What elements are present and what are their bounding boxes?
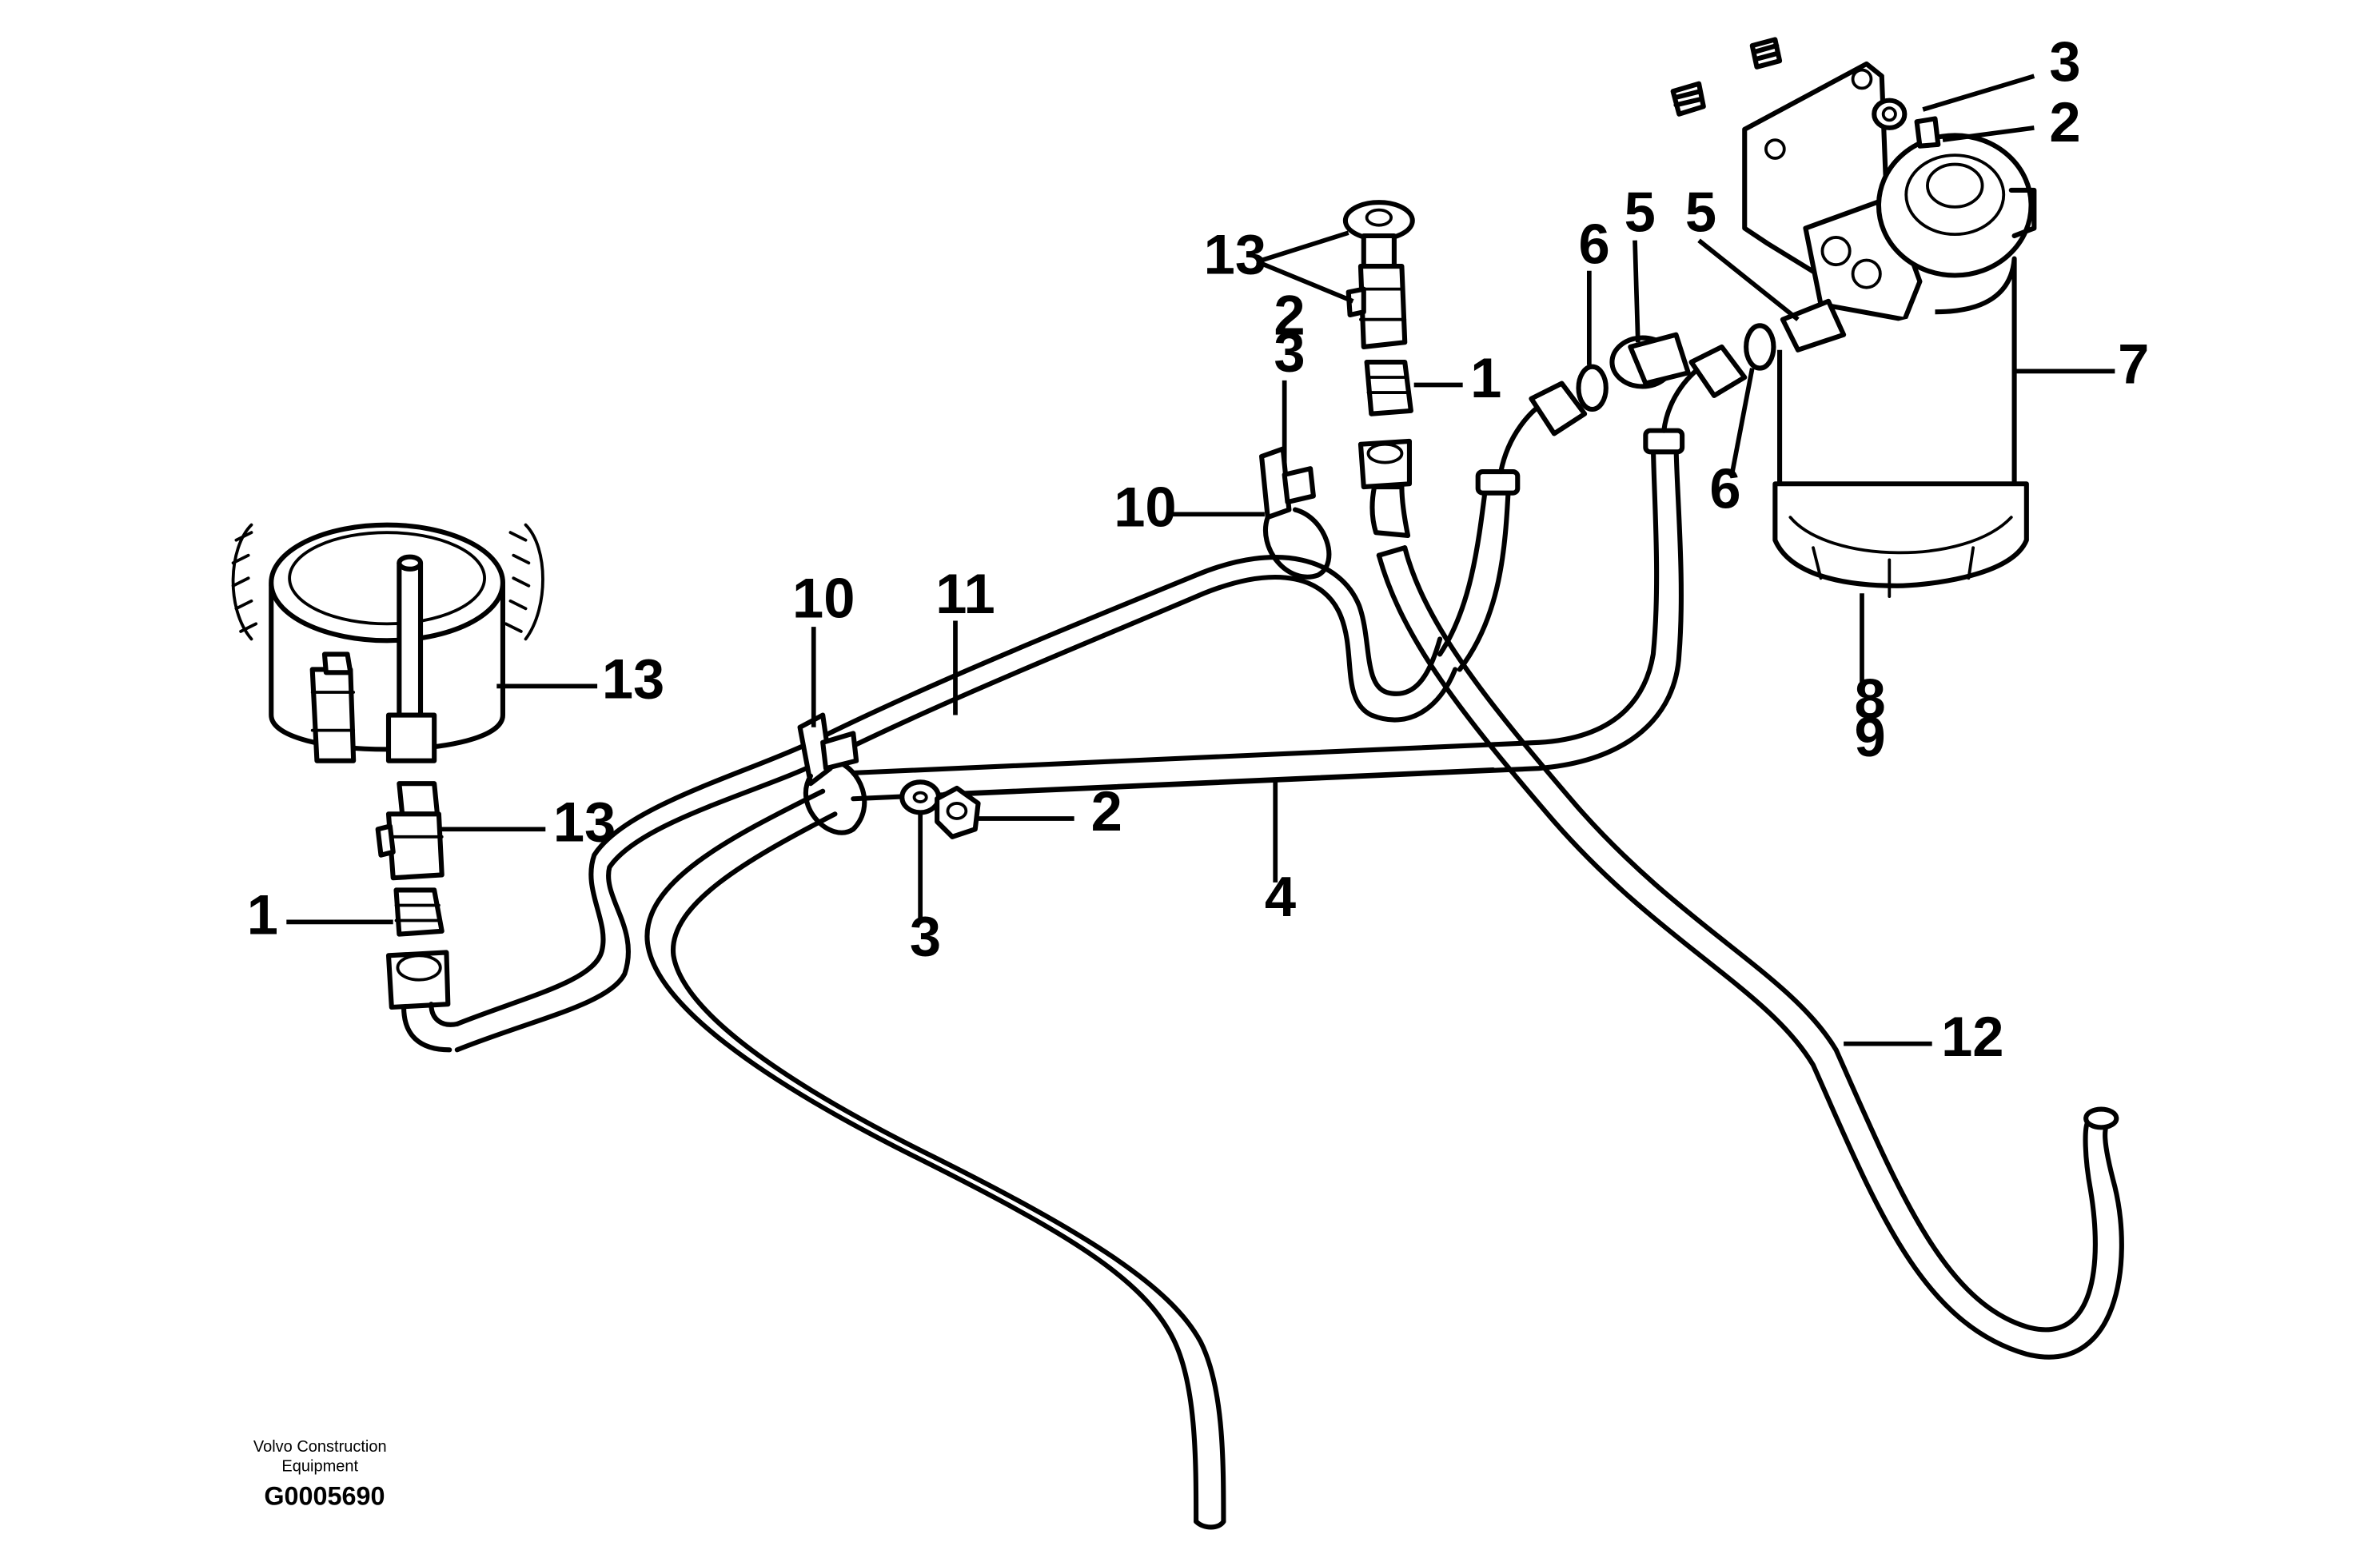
top-adapter-1: [1357, 359, 1413, 490]
hose-12: [1369, 484, 2124, 1360]
callout-8: 8: [1854, 667, 1885, 730]
drawing-id: G0005690: [264, 1481, 385, 1510]
company-name-line2: Equipment: [281, 1458, 358, 1476]
fuel-filter-assembly: [1670, 37, 2037, 599]
filter-fittings: [1529, 298, 1847, 436]
leader-lines: [286, 74, 2115, 1046]
callout-1-top: 1: [1470, 346, 1501, 409]
footer: Volvo Construction Equipment G0005690: [253, 1438, 387, 1511]
callout-5-a: 5: [1625, 180, 1656, 243]
callout-3-top: 3: [2049, 30, 2080, 93]
tank-13: [231, 522, 544, 763]
callout-7: 7: [2118, 333, 2149, 396]
callout-10-top: 10: [1114, 476, 1176, 539]
callout-13-tank: 13: [602, 648, 664, 711]
callout-2-nut: 2: [1091, 779, 1122, 843]
callout-9: 9: [1854, 705, 1885, 768]
hose-4: [851, 362, 1706, 802]
clamp-10-mid: [797, 712, 867, 835]
callout-10-mid: 10: [792, 567, 855, 630]
callout-6-a: 6: [1579, 212, 1610, 275]
callout-11: 11: [935, 562, 995, 625]
callouts: 3 2 5 5 6 6 7 8 9 13 2 3 1 10 10 11 13 1…: [247, 30, 2150, 1068]
callout-2-mid: 2: [1274, 284, 1305, 347]
callout-4: 4: [1265, 865, 1296, 928]
left-adapter-1: [385, 887, 460, 1053]
washer-3-mid: [899, 779, 942, 815]
callout-13-top: 13: [1204, 223, 1266, 286]
hose-return: [644, 788, 1226, 1530]
callout-12: 12: [1941, 1005, 2003, 1068]
hose-fitting-6: [1437, 400, 1546, 672]
callout-6-b: 6: [1709, 457, 1740, 520]
callout-3-mid: 3: [1274, 320, 1305, 383]
company-name-line1: Volvo Construction: [253, 1438, 387, 1456]
top-valve-13: [1342, 200, 1415, 350]
nut-2-mid: [935, 785, 981, 839]
callout-2-top: 2: [2049, 90, 2080, 153]
left-valve-13: [375, 781, 445, 881]
callout-13-valve: 13: [553, 791, 616, 854]
callout-3-washer: 3: [910, 904, 941, 967]
callout-5-b: 5: [1685, 180, 1716, 243]
clamp-10-top: [1259, 446, 1332, 580]
callout-1-left: 1: [247, 883, 278, 946]
